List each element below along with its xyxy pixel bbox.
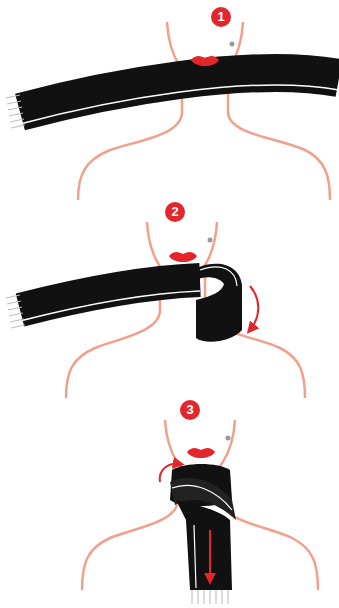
scarf-fringe bbox=[6, 295, 25, 328]
scarf-loop bbox=[196, 264, 242, 342]
scarf-stripe bbox=[200, 267, 237, 286]
scarf-tail bbox=[176, 500, 232, 590]
callout-number: 3 bbox=[180, 400, 200, 420]
scarf bbox=[20, 280, 200, 310]
callout-circle bbox=[180, 400, 200, 420]
scarf-fringe bbox=[192, 590, 228, 604]
callout-number: 2 bbox=[165, 202, 185, 222]
body-outline bbox=[222, 472, 318, 590]
beauty-mark bbox=[230, 42, 235, 47]
step-three bbox=[82, 400, 318, 604]
scarf-stripe bbox=[172, 485, 232, 510]
lips bbox=[191, 56, 219, 66]
step-two bbox=[6, 202, 305, 398]
scarf-stripe bbox=[194, 525, 196, 588]
scarf-stripe bbox=[20, 291, 200, 321]
direction-arrow bbox=[209, 530, 211, 580]
direction-arrow bbox=[250, 286, 258, 330]
lips bbox=[169, 252, 197, 262]
callout-number: 1 bbox=[211, 7, 231, 27]
body-outline bbox=[228, 78, 330, 200]
beauty-mark bbox=[226, 436, 231, 441]
scarf-stripe bbox=[20, 85, 339, 124]
body-outline bbox=[82, 472, 178, 590]
beauty-mark bbox=[208, 238, 213, 243]
callout-circle bbox=[211, 7, 231, 27]
direction-arrow bbox=[160, 464, 180, 482]
lips bbox=[187, 448, 215, 458]
callout-circle bbox=[165, 202, 185, 222]
scarf-fringe bbox=[6, 95, 25, 128]
step-one bbox=[6, 7, 339, 200]
